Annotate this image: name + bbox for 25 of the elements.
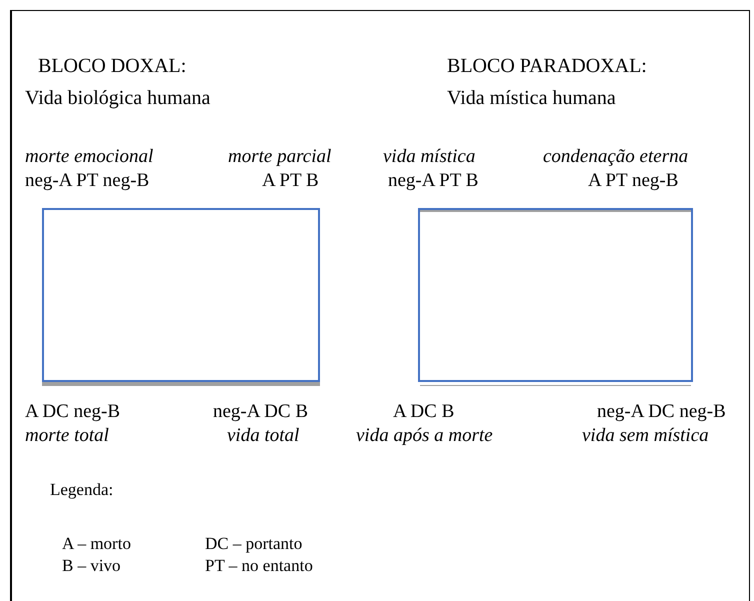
legend-heading: Legenda: — [50, 480, 114, 500]
block-subtitle: Vida biológica humana — [25, 87, 210, 110]
corner-formula: A PT B — [262, 170, 319, 192]
corner-term: vida após a morte — [356, 425, 493, 447]
block-subtitle: Vida mística humana — [447, 87, 616, 110]
corner-term: morte emocional — [25, 146, 154, 168]
corner-term: vida sem mística — [582, 425, 709, 447]
legend-entry: PT – no entanto — [205, 556, 313, 576]
corner-term: vida mística — [383, 146, 476, 168]
legend-entry: DC – portanto — [205, 534, 302, 554]
legend-entry: A – morto — [62, 534, 131, 554]
corner-term: vida total — [227, 425, 300, 447]
legend-entry: B – vivo — [62, 556, 121, 576]
block-heading: BLOCO PARADOXAL: — [447, 55, 647, 78]
corner-formula: A DC neg-B — [25, 401, 120, 423]
corner-formula: neg-A PT B — [388, 170, 478, 192]
corner-formula: neg-A DC neg-B — [597, 401, 726, 423]
corner-formula: A DC B — [393, 401, 454, 423]
corner-formula: neg-A DC B — [213, 401, 308, 423]
corner-term: morte total — [25, 425, 109, 447]
corner-term: condenação eterna — [543, 146, 688, 168]
corner-term: morte parcial — [228, 146, 332, 168]
corner-formula: A PT neg-B — [588, 170, 678, 192]
block-heading: BLOCO DOXAL: — [38, 55, 186, 78]
corner-formula: neg-A PT neg-B — [25, 170, 150, 192]
